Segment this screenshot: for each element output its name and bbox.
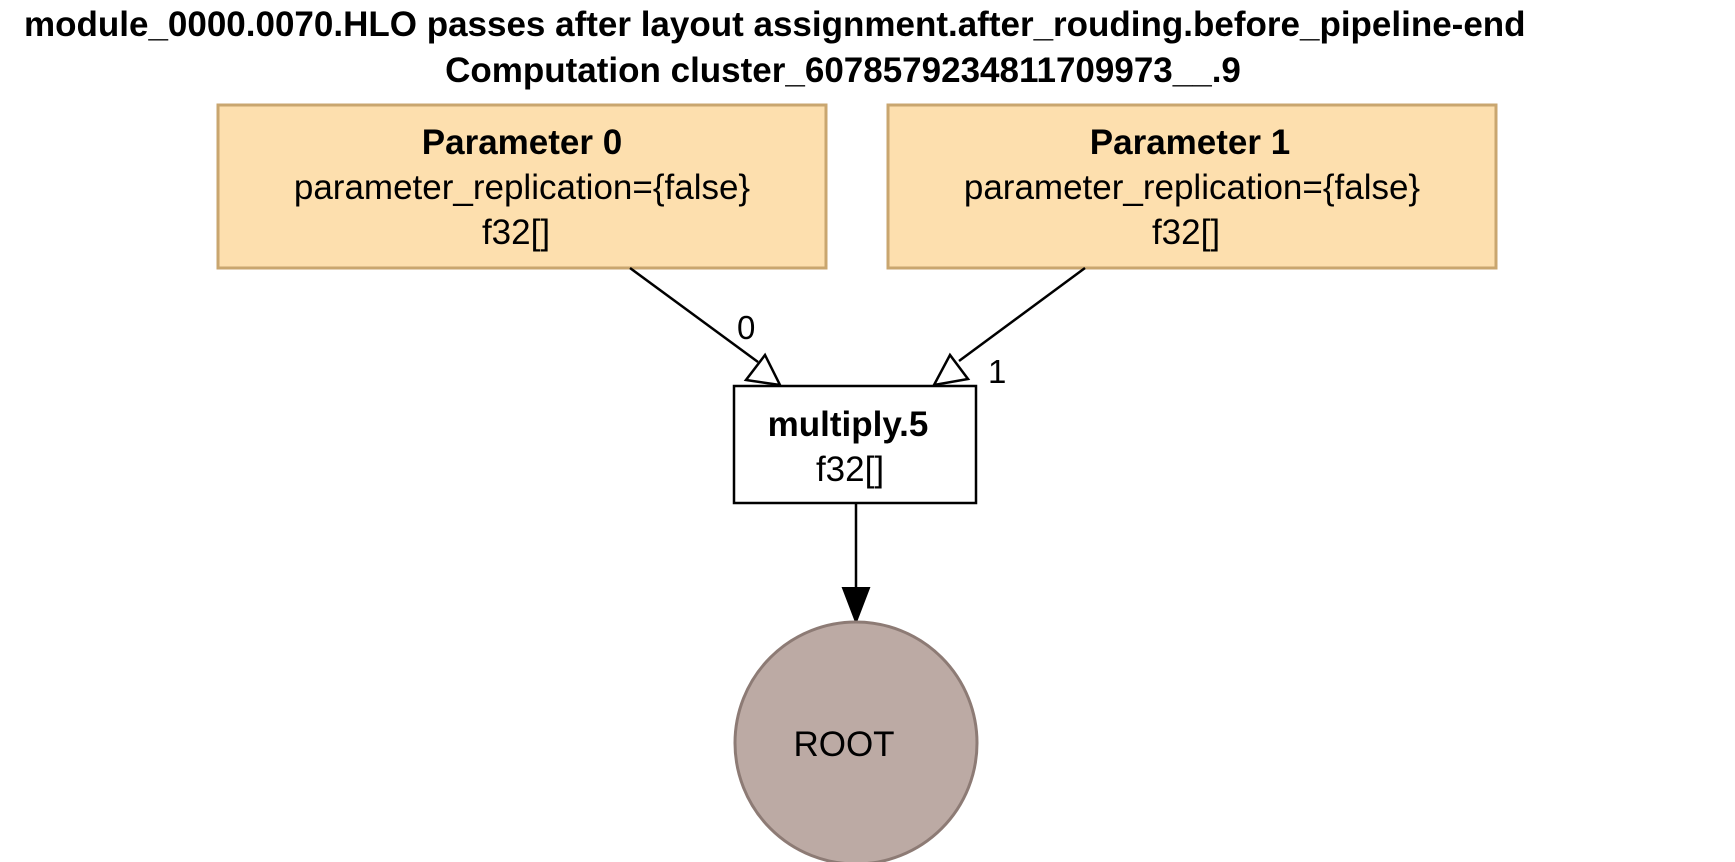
parameter-0-node[interactable]: Parameter 0 parameter_replication={false… [216,103,828,270]
edge-param1-multiply [931,266,1086,387]
multiply-title: multiply.5 [768,405,929,444]
computation-title: Computation cluster_6078579234811709973_… [445,51,1241,90]
multiply-node[interactable]: multiply.5 f32[] [732,384,978,505]
edge-multiply-root [841,503,871,625]
parameter-0-attr: parameter_replication={false} [294,168,751,207]
root-label: ROOT [793,725,894,764]
parameter-0-shape: f32[] [482,213,550,252]
edge-label-0: 0 [737,309,755,346]
parameter-1-shape: f32[] [1152,213,1220,252]
graph-title: module_0000.0070.HLO passes after layout… [24,5,1526,44]
edge-arrowhead [841,587,871,625]
edge-label-1: 1 [988,353,1006,390]
root-node[interactable]: ROOT [733,620,979,862]
edge-arrowhead [743,352,783,387]
parameter-1-attr: parameter_replication={false} [964,168,1421,207]
parameter-1-title: Parameter 1 [1090,123,1290,162]
edge-arrowhead [931,352,971,387]
parameter-0-title: Parameter 0 [422,123,622,162]
edge-param0-multiply [629,266,783,387]
parameter-1-node[interactable]: Parameter 1 parameter_replication={false… [886,103,1498,270]
multiply-shape: f32[] [816,450,884,489]
